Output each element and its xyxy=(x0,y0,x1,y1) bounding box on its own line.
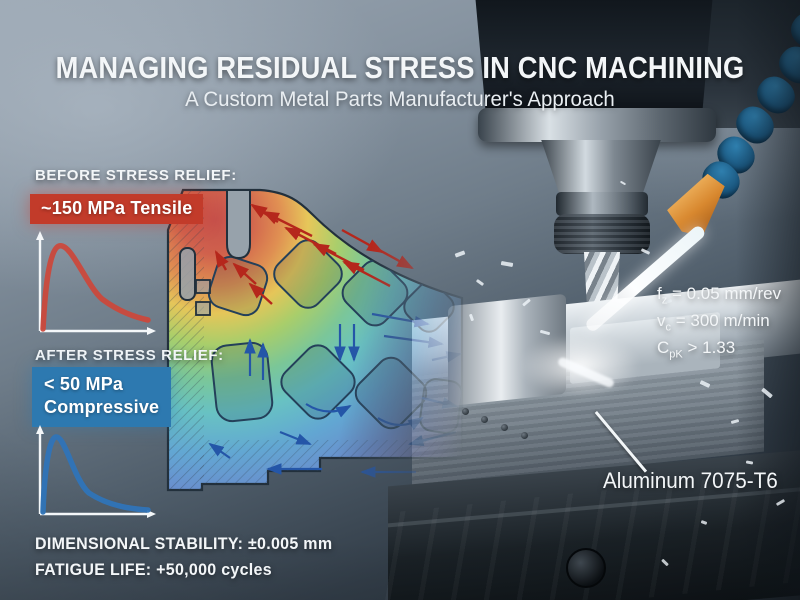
collet-nut xyxy=(554,214,650,254)
side-slot xyxy=(179,247,196,301)
page-subtitle: A Custom Metal Parts Manufacturer's Appr… xyxy=(185,87,615,111)
x-axis-arrow xyxy=(147,327,156,335)
bolt-slot xyxy=(226,189,251,260)
y-axis-arrow xyxy=(36,425,44,434)
compression-arrows xyxy=(208,312,462,478)
bolt-hole xyxy=(462,408,469,415)
results-stats: DIMENSIONAL STABILITY: ±0.005 mm FATIGUE… xyxy=(35,531,332,583)
after-curve-chart xyxy=(36,425,156,518)
before-label: BEFORE STRESS RELIEF: xyxy=(35,167,237,184)
param-speed: vc = 300 m/min xyxy=(657,311,770,334)
bolt-hole xyxy=(481,416,488,423)
before-stress-badge: ~150 MPa Tensile xyxy=(30,194,204,224)
material-callout: Aluminum 7075-T6 xyxy=(603,468,778,493)
fatigue-life-stat: FATIGUE LIFE: +50,000 cycles xyxy=(35,561,272,580)
clamp-bolt xyxy=(566,548,606,588)
tool-holder-ring xyxy=(556,192,648,216)
right-shadow xyxy=(736,0,800,600)
chart-axes xyxy=(38,432,149,516)
after-stress-badge: < 50 MPa Compressive xyxy=(32,367,172,427)
bolt-hole xyxy=(521,432,528,439)
param-cpk: CpK > 1.33 xyxy=(657,338,736,361)
cnc-spindle-housing xyxy=(475,0,713,112)
tool-holder-cone xyxy=(541,140,661,194)
machining-parameters: fz = 0.05 mm/rev vc = 300 m/min CpK > 1.… xyxy=(657,282,781,364)
step-notch xyxy=(195,301,211,316)
dimensional-stability-stat: DIMENSIONAL STABILITY: ±0.005 mm xyxy=(35,535,333,553)
stress-map-diagram xyxy=(166,188,464,492)
after-badge-line2: Compressive xyxy=(44,397,160,418)
spindle-flange xyxy=(478,108,716,142)
bolt-hole xyxy=(501,424,508,431)
tension-arrows xyxy=(214,203,414,305)
y-axis-arrow xyxy=(36,231,44,240)
page-title: MANAGING RESIDUAL STRESS IN CNC MACHININ… xyxy=(55,50,745,85)
truss-pockets xyxy=(207,239,462,434)
after-badge-line1: < 50 MPa xyxy=(44,374,124,394)
tensile-stress-curve xyxy=(40,243,151,332)
chart-axes xyxy=(38,238,149,333)
before-curve-chart xyxy=(36,231,156,335)
step-notch xyxy=(195,279,211,294)
compressive-stress-curve xyxy=(40,434,151,515)
param-feed: fz = 0.05 mm/rev xyxy=(657,284,782,307)
after-label: AFTER STRESS RELIEF: xyxy=(35,347,224,364)
